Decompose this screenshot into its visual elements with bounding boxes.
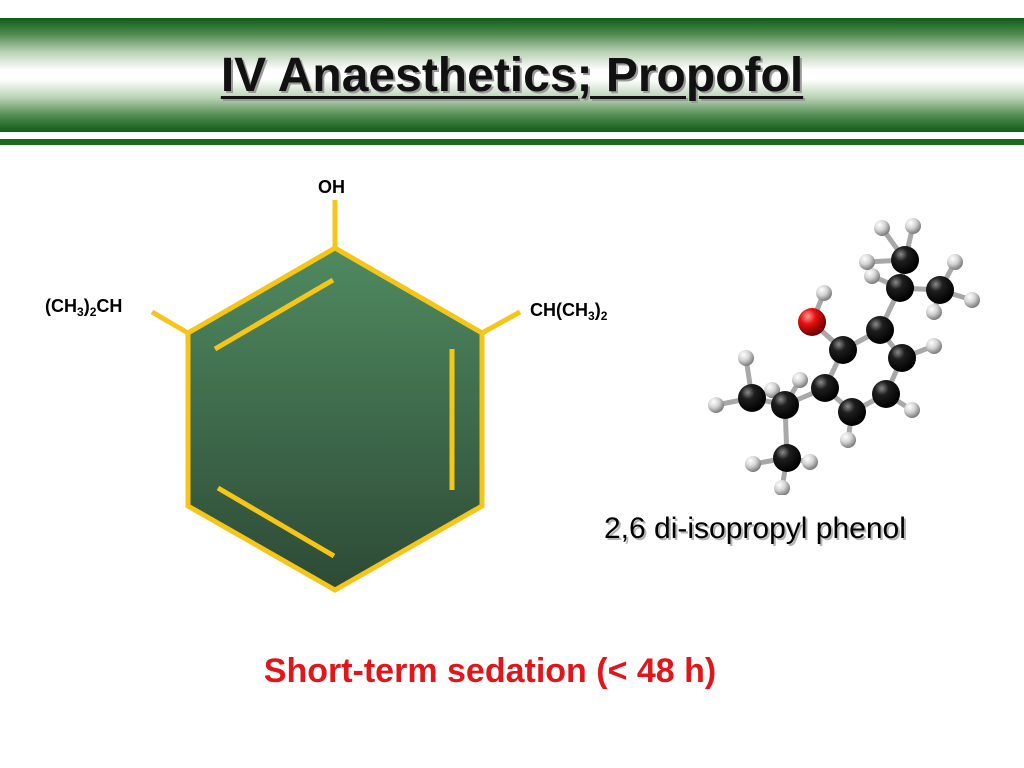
- title-divider: [0, 139, 1024, 145]
- left-isopropyl-label: (CH3)2CH: [45, 296, 123, 319]
- double-bond-upper-left: [213, 277, 335, 352]
- carbon-atom: [838, 398, 866, 426]
- hydrogen-atom: [859, 254, 875, 270]
- hydrogen-atom: [905, 218, 921, 234]
- carbon-atom: [886, 274, 914, 302]
- hydrogen-atom: [840, 432, 856, 448]
- title-banner: [0, 18, 1024, 132]
- compound-name: 2,6 di-isopropyl phenol: [604, 512, 906, 545]
- hydrogen-atom: [926, 338, 942, 354]
- hydrogen-atom: [792, 372, 808, 388]
- carbon-atom: [811, 374, 839, 402]
- slide-title: IV Anaesthetics; Propofol: [220, 49, 804, 102]
- carbon-atom: [926, 276, 954, 304]
- hydrogen-atom: [774, 480, 790, 495]
- carbon-atom: [773, 444, 801, 472]
- right-substituent-bond: [480, 309, 522, 336]
- hydrogen-atom: [947, 254, 963, 270]
- hydrogen-atom: [738, 350, 754, 366]
- usage-note: Short-term sedation (< 48 h): [263, 652, 717, 690]
- benzene-ring: [185, 245, 485, 593]
- hydrogen-atom: [816, 285, 832, 301]
- hydrogen-atom: [964, 292, 980, 308]
- oxygen-atom: [798, 308, 826, 336]
- hydrogen-atom: [874, 220, 890, 236]
- carbon-atom: [888, 344, 916, 372]
- left-substituent-bond: [150, 309, 190, 336]
- double-bond-lower-left: [216, 485, 336, 559]
- hydrogen-atom: [926, 304, 942, 320]
- right-isopropyl-label: CH(CH3)2: [530, 300, 608, 323]
- hydrogen-atom: [802, 454, 818, 470]
- carbon-atom: [771, 391, 799, 419]
- hydrogen-atom: [864, 268, 880, 284]
- ball-and-stick-model: [708, 218, 980, 495]
- hydrogen-atom: [904, 402, 920, 418]
- carbon-atom: [872, 380, 900, 408]
- carbon-atom: [738, 384, 766, 412]
- hydrogen-atom: [745, 456, 761, 472]
- carbon-atom: [829, 336, 857, 364]
- carbon-atom: [891, 246, 919, 274]
- hydrogen-atom: [708, 397, 724, 413]
- hydroxyl-label: OH: [318, 177, 345, 197]
- carbon-atom: [866, 316, 894, 344]
- hydrogen-atom: [764, 382, 780, 398]
